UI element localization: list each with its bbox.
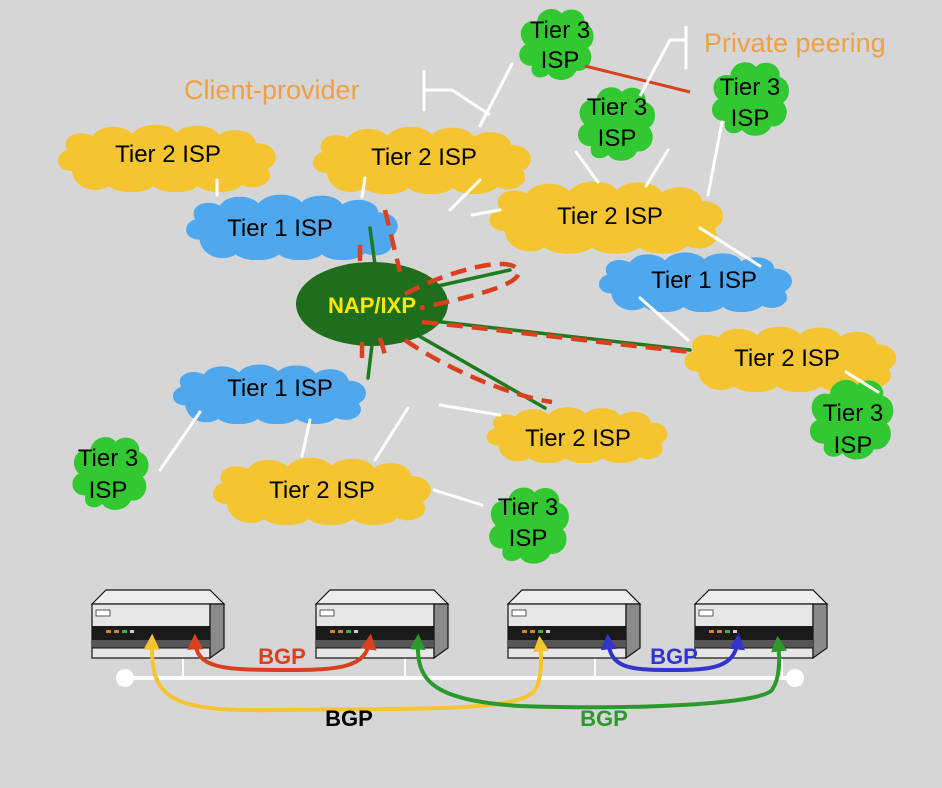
tier3-label: ISP [731, 105, 770, 132]
tier2-label: Tier 2 ISP [371, 144, 477, 171]
nap-ixp [296, 262, 448, 346]
nap-ixp-label: NAP/IXP [328, 293, 416, 318]
tier3-label: ISP [541, 47, 580, 74]
tier2-label: Tier 2 ISP [734, 345, 840, 372]
tier2-label: Tier 2 ISP [525, 425, 631, 452]
bgp-arc-blue [600, 633, 745, 673]
client-provider-annotation: Client-provider [184, 75, 360, 105]
tier2-label: Tier 2 ISP [269, 477, 375, 504]
bgp-arc-red [187, 633, 377, 673]
tier3-label: Tier 3 [530, 17, 590, 44]
tier2-label: Tier 2 ISP [557, 203, 663, 230]
bgp-arc-yellow [143, 633, 550, 713]
tier3-label: Tier 3 [587, 94, 647, 121]
tier3-label: ISP [509, 525, 548, 552]
bgp-arc-green [409, 633, 788, 710]
bgp-label-black: BGP [325, 706, 373, 731]
tier1-label: Tier 1 ISP [651, 267, 757, 294]
tier2-label: Tier 2 ISP [115, 141, 221, 168]
tier1-label: Tier 1 ISP [227, 215, 333, 242]
tier1-label: Tier 1 ISP [227, 375, 333, 402]
tier3-label: ISP [834, 432, 873, 459]
client-provider-callout [422, 70, 491, 117]
router-3 [507, 589, 641, 659]
router-2 [315, 589, 449, 659]
router-1 [91, 589, 225, 659]
router-4 [694, 589, 828, 659]
tier3-label: Tier 3 [498, 494, 558, 521]
private-peering-link [584, 64, 691, 94]
tier3-label: Tier 3 [720, 74, 780, 101]
bgp-session-paths [357, 209, 693, 405]
tier3-label: Tier 3 [823, 400, 883, 427]
private-peering-annotation: Private peering [704, 28, 886, 58]
private-peering-callout [638, 26, 688, 97]
bgp-label-blue: BGP [650, 644, 698, 669]
lan-bus [116, 650, 804, 687]
tier3-label: Tier 3 [78, 445, 138, 472]
tier3-label: ISP [89, 477, 128, 504]
client-provider-links [158, 62, 880, 507]
bgp-label-green: BGP [580, 706, 628, 731]
bgp-label-red: BGP [258, 644, 306, 669]
tier3-label: ISP [598, 125, 637, 152]
